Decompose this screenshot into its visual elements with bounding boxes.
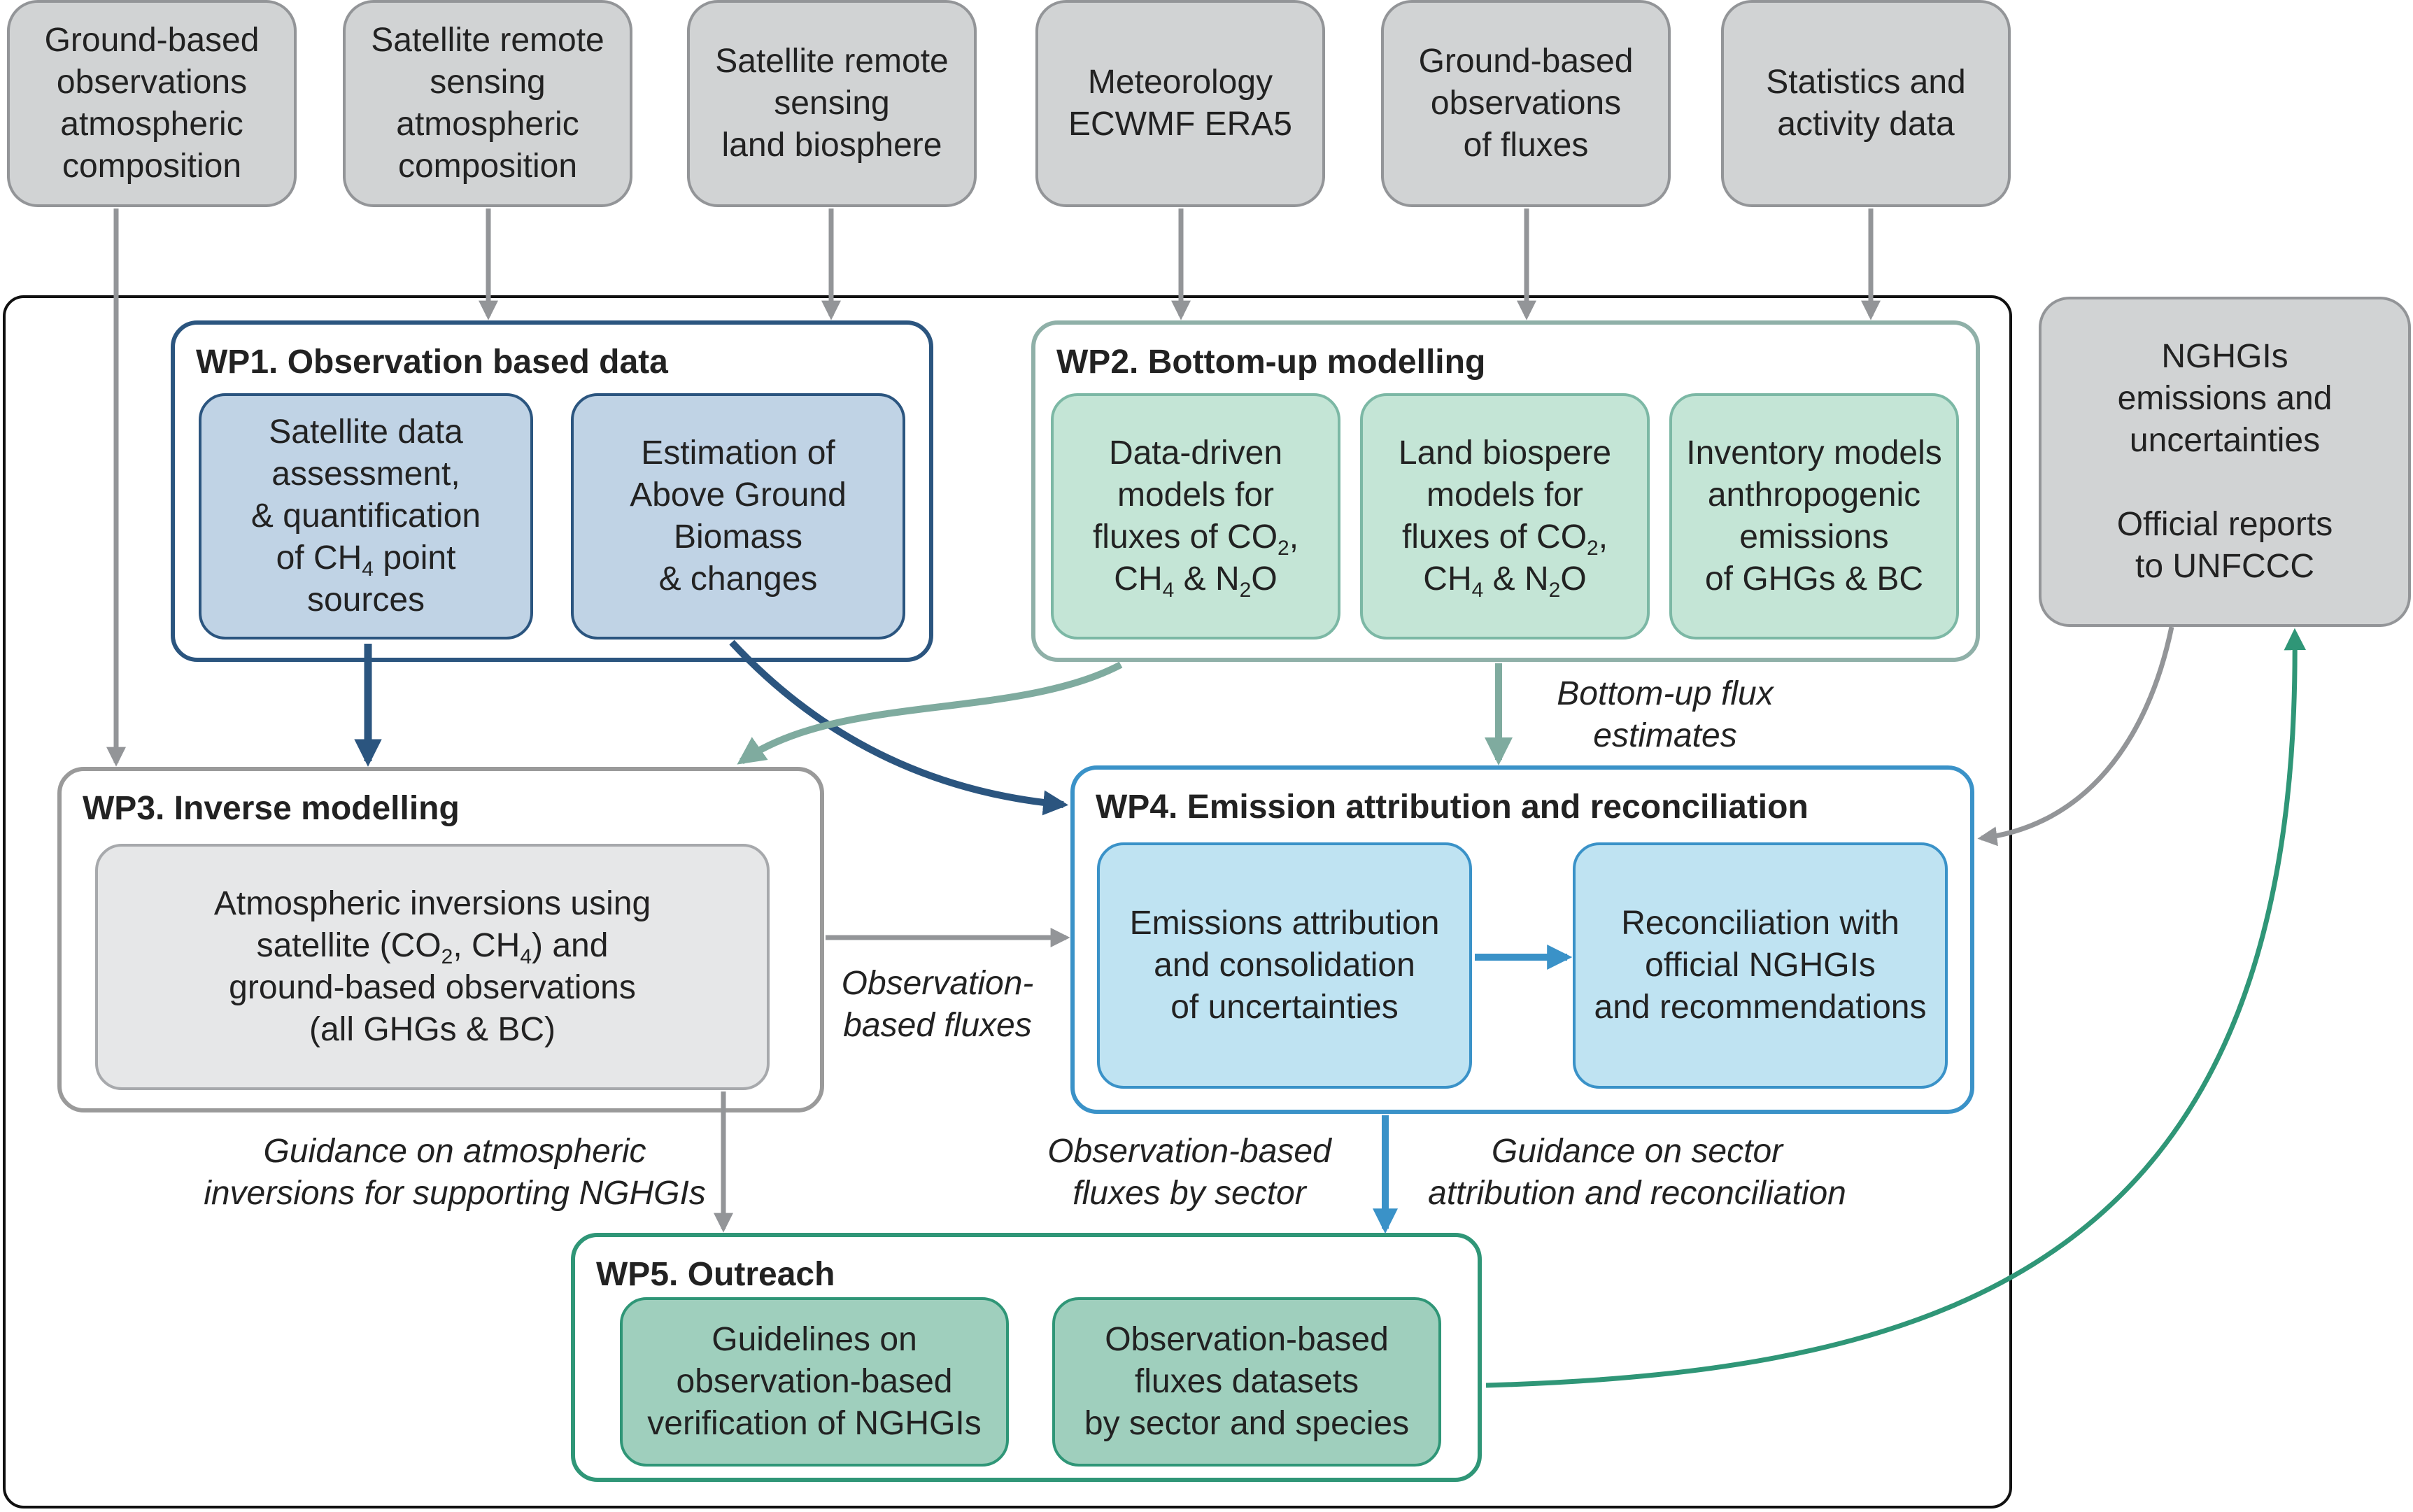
label-bottom-up-flux: Bottom-up flux estimates [1557, 675, 1774, 754]
nghgi-label: NGHGIs emissions and uncertainties Offic… [2116, 338, 2333, 585]
wp2-box2-text: Land biospere models for fluxes of CO2, … [1398, 434, 1612, 602]
nghgi-box: NGHGIs emissions and uncertainties Offic… [2039, 297, 2411, 627]
wp4-box2-text: Reconciliation with official NGHGIs and … [1594, 905, 1927, 1026]
label-observation-by-sector: Observation-based fluxes by sector [1047, 1133, 1331, 1212]
source-satellite-land-label: Satellite remote sensing land biosphere [715, 43, 949, 164]
wp4-emissions-attribution: Emissions attribution and consolidation … [1097, 842, 1472, 1089]
wp5-title: WP5. Outreach [596, 1256, 835, 1293]
source-statistics-label: Statistics and activity data [1766, 64, 1966, 143]
label-observation-based-fluxes: Observation- based fluxes [841, 965, 1034, 1044]
wp5-box1-text: Guidelines on observation-based verifica… [647, 1321, 982, 1442]
wp2-data-driven-models: Data-driven models for fluxes of CO2, CH… [1051, 393, 1340, 640]
wp4-reconciliation: Reconciliation with official NGHGIs and … [1573, 842, 1948, 1089]
wp2-inventory-models: Inventory models anthropogenic emissions… [1669, 393, 1959, 640]
wp1-box1-text: Satellite data assessment, & quantificat… [250, 414, 481, 619]
wp5-guidelines: Guidelines on observation-based verifica… [620, 1297, 1009, 1467]
label-guidance-sector: Guidance on sector attribution and recon… [1428, 1133, 1846, 1212]
source-ground-fluxes: Ground-based observations of fluxes [1381, 0, 1671, 207]
wp2-box1-text: Data-driven models for fluxes of CO2, CH… [1092, 434, 1299, 602]
label-guidance-inversions: Guidance on atmospheric inversions for s… [204, 1133, 706, 1212]
source-satellite-atmos: Satellite remote sensing atmospheric com… [343, 0, 632, 207]
source-ground-atmos-label: Ground-based observations atmospheric co… [44, 22, 260, 185]
source-meteorology-label: Meteorology ECWMF ERA5 [1068, 64, 1292, 143]
wp5-datasets: Observation-based fluxes datasets by sec… [1052, 1297, 1441, 1467]
wp2-land-biosphere-models: Land biospere models for fluxes of CO2, … [1360, 393, 1650, 640]
source-meteorology: Meteorology ECWMF ERA5 [1035, 0, 1325, 207]
wp3-box1-text: Atmospheric inversions using satellite (… [213, 885, 651, 1048]
source-satellite-atmos-label: Satellite remote sensing atmospheric com… [371, 22, 604, 185]
wp2-box3-text: Inventory models anthropogenic emissions… [1686, 434, 1942, 598]
wp1-box2-text: Estimation of Above Ground Biomass & cha… [630, 434, 847, 598]
source-satellite-land: Satellite remote sensing land biosphere [687, 0, 977, 207]
source-ground-fluxes-label: Ground-based observations of fluxes [1418, 43, 1634, 164]
wp4-title: WP4. Emission attribution and reconcilia… [1096, 789, 1809, 826]
wp1-satellite-assessment: Satellite data assessment, & quantificat… [199, 393, 533, 640]
wp1-title: WP1. Observation based data [196, 344, 668, 381]
wp3-atmospheric-inversions: Atmospheric inversions using satellite (… [95, 844, 770, 1090]
wp5-box2-text: Observation-based fluxes datasets by sec… [1084, 1321, 1410, 1442]
source-ground-atmos: Ground-based observations atmospheric co… [7, 0, 297, 207]
source-statistics: Statistics and activity data [1721, 0, 2011, 207]
wp2-title: WP2. Bottom-up modelling [1056, 344, 1486, 381]
wp3-title: WP3. Inverse modelling [83, 790, 460, 827]
wp4-box1-text: Emissions attribution and consolidation … [1129, 905, 1440, 1026]
wp1-biomass-estimation: Estimation of Above Ground Biomass & cha… [571, 393, 905, 640]
